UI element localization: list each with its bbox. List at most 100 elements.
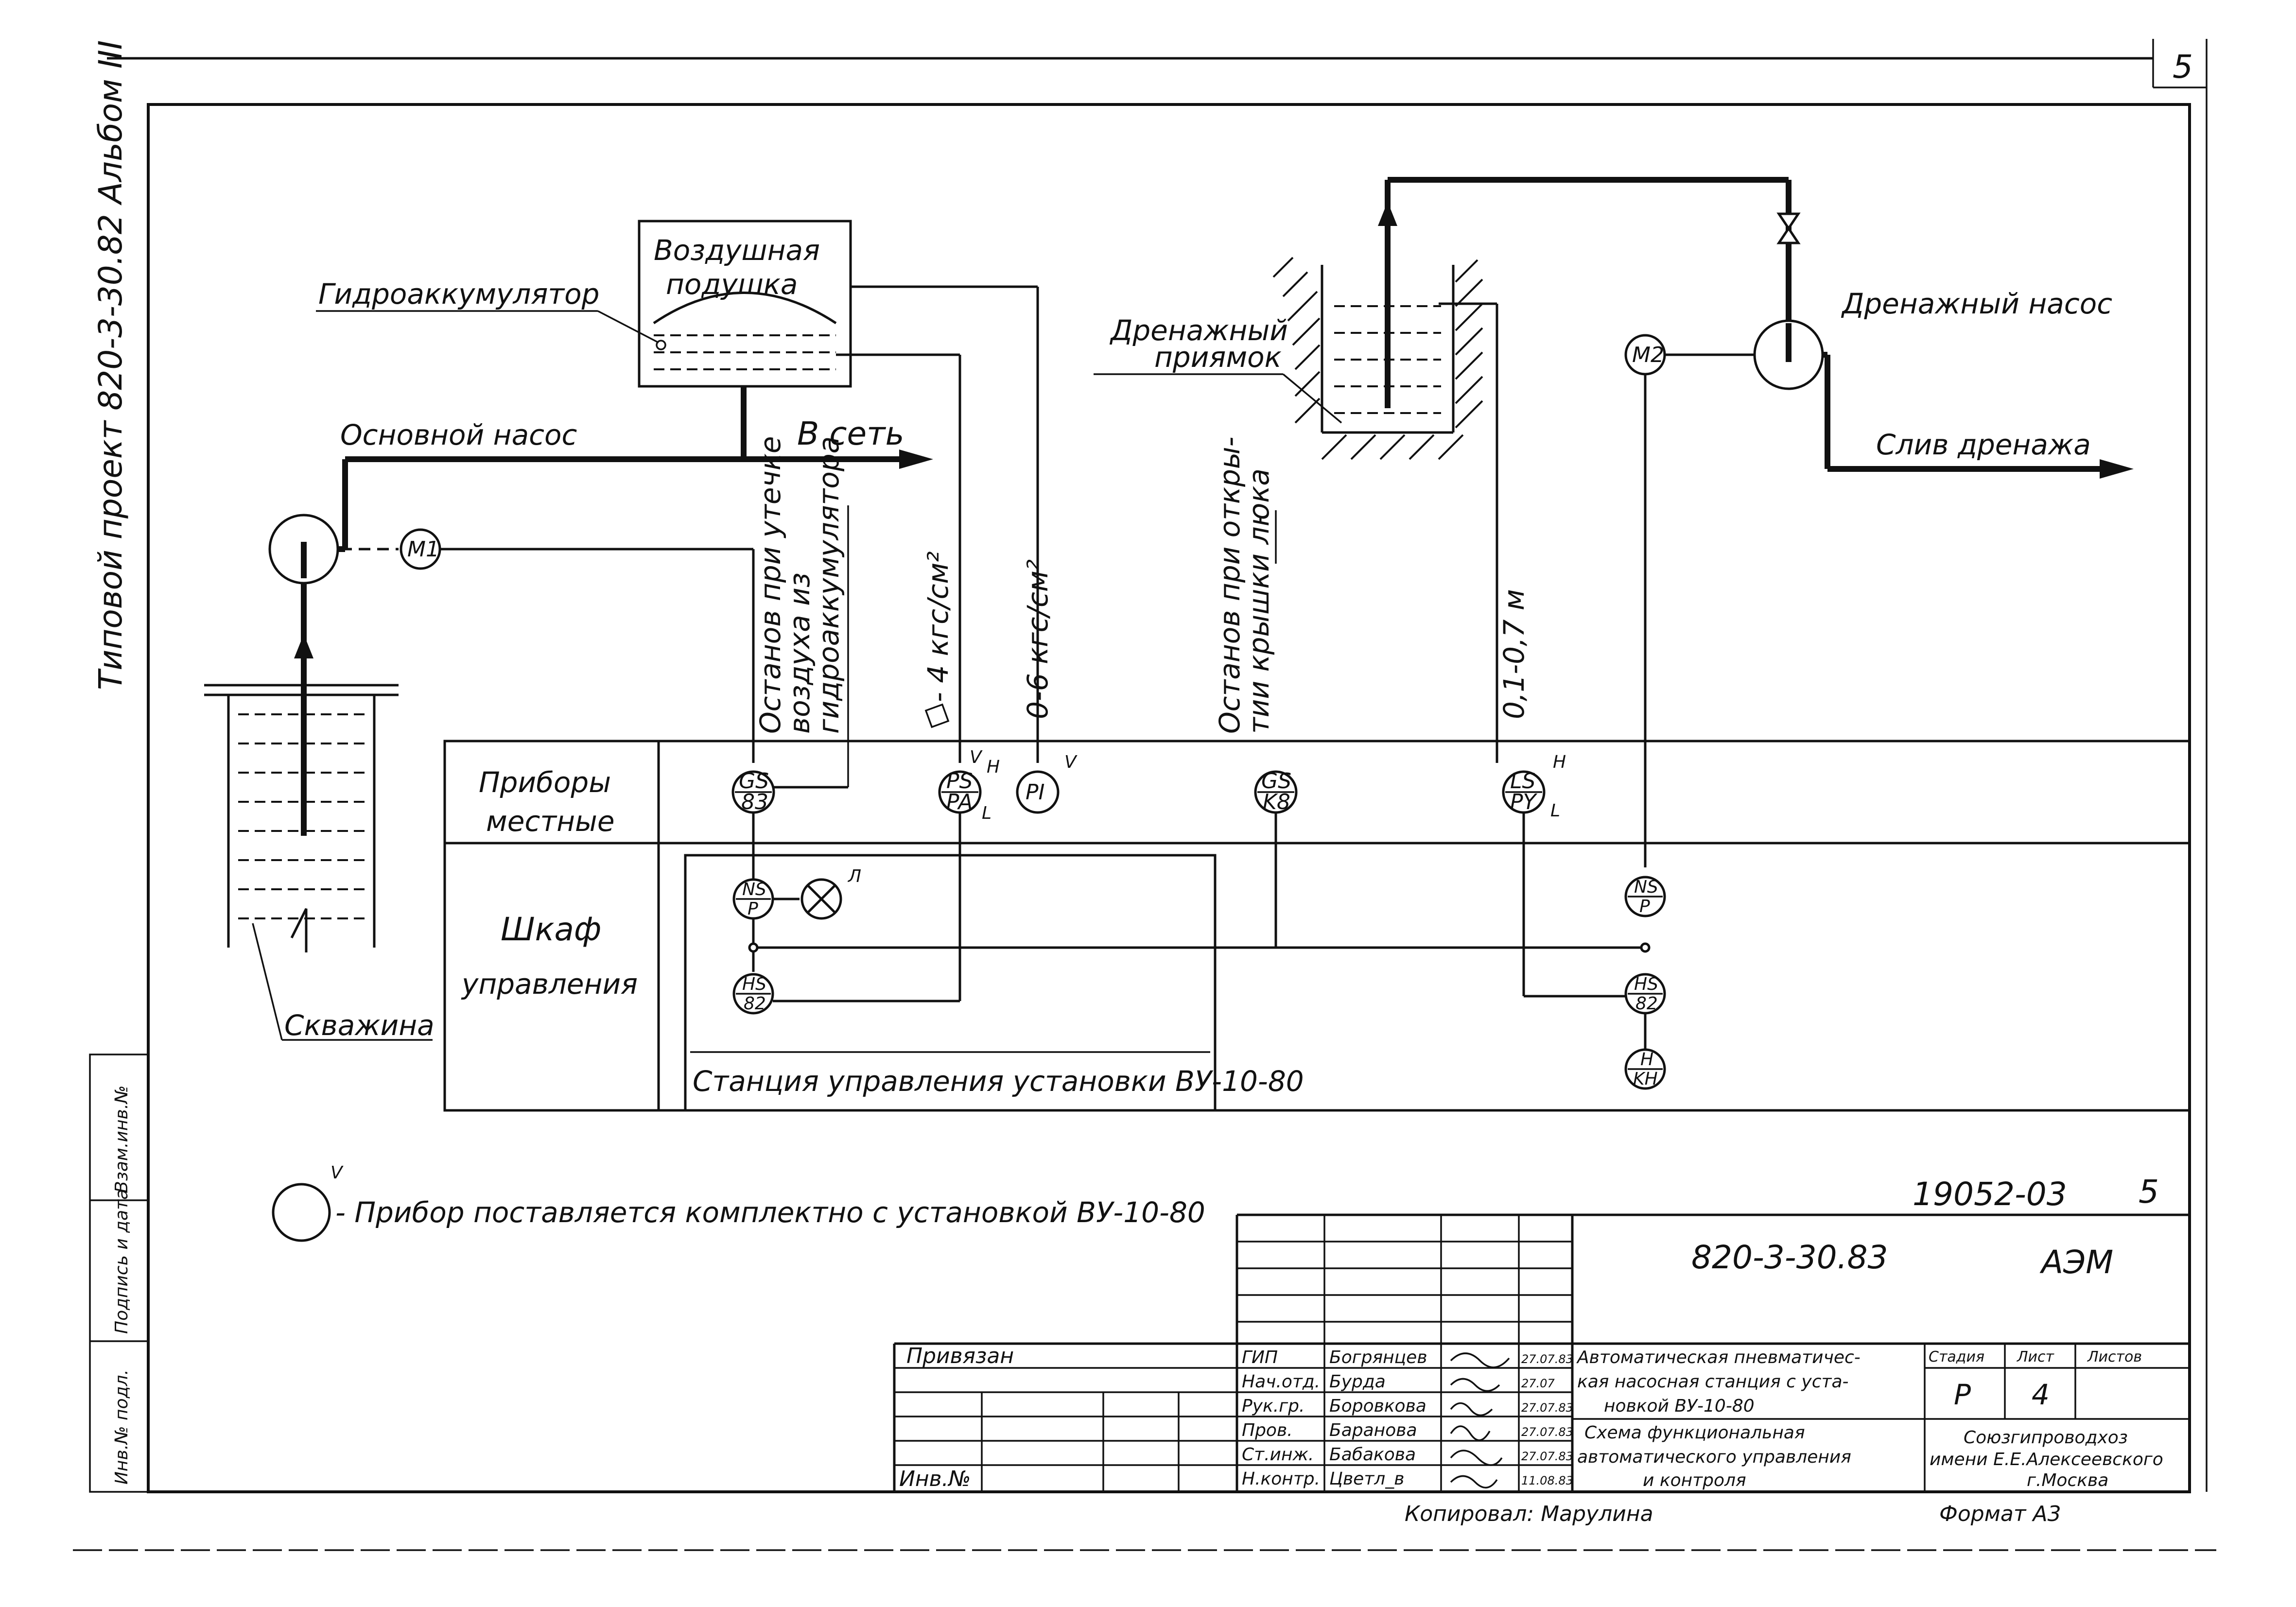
name-4: Баранова [1329,1420,1417,1440]
instrument-gs-k8 [1254,770,1298,814]
hs82b-top: HS [1634,974,1658,994]
accumulator-label: Гидроаккумулятор [318,277,599,311]
lspy-top: LS [1510,769,1535,794]
drain-outlet-label: Слив дренажа [1876,428,2091,461]
hkh-bottom: KH [1633,1069,1658,1089]
row-cabinet-2: управления [461,968,638,1001]
lspy-bottom: PY [1510,790,1538,814]
role-5: Ст.инж. [1242,1445,1314,1465]
date-1: 27.07.83 [1521,1352,1573,1366]
instrument-h-kh [1624,1048,1666,1090]
doc-title-1: Автоматическая пневматичес- [1576,1348,1861,1367]
instrument-hs-82-a [732,973,774,1015]
name-5: Бабакова [1329,1445,1416,1465]
name-2: Бурда [1329,1372,1386,1392]
title-block-grid [893,1213,2190,1492]
left-stamp [89,1054,149,1493]
drain-valve [1776,212,1801,244]
main-pump [268,459,348,585]
instrument-ls-py [1502,770,1546,814]
role-1: ГИП [1242,1348,1278,1367]
stamp-inv-original: Инв.№ подл. [112,1369,132,1485]
pi-top: PI [1026,780,1045,805]
pressure-line [345,386,933,469]
doc-code: 820-3-30.83 [1691,1239,1888,1276]
to-network-label: В сеть [797,415,904,452]
nsp2-bottom: P [1639,897,1650,916]
main-pump-label: Основной насос [340,418,577,451]
org-3: г.Москва [2027,1470,2108,1490]
sheets-header: Листов [2087,1348,2142,1365]
order-number: 19052-03 [1913,1175,2067,1213]
main-pump-suction [294,573,313,836]
accumulator-impulse-lines [836,285,1039,763]
stage-header: Стадия [1929,1348,1984,1365]
date-6: 11.08.83 [1521,1474,1573,1487]
drain-discharge-line [1378,177,2134,479]
gsk8-top: GS [1261,769,1291,794]
doc-section: АЭМ [2039,1244,2113,1281]
gs83-bottom: 83 [741,790,768,814]
motor-m1 [340,528,755,763]
row-cabinet-1: Шкаф [501,911,601,948]
pspa-mark-h: H [987,757,1000,777]
sheet-number: 5 [2173,48,2193,86]
hs82a-top: HS [742,974,766,994]
drain-pump-label: Дренажный насос [1841,287,2112,320]
lamp-label: Л [847,866,861,886]
drain-pit [1094,257,1498,763]
doc-title-4: Схема функциональная [1584,1423,1805,1443]
date-4: 27.07.83 [1521,1425,1573,1439]
row-local-1: Приборы [479,766,611,799]
control-station-label: Станция управления установки ВУ-10-80 [693,1065,1304,1098]
well-label: Скважина [284,1009,435,1042]
motor-m1-label: M1 [407,537,439,562]
signal-stop-hatch-1: Останов при откры- [1213,436,1246,734]
signal-pressure-0-6: 0-6 кгс/см² [1021,559,1054,719]
gs83-top: GS [739,769,769,794]
role-2: Нач.отд. [1242,1372,1320,1392]
signal-lines [752,812,1645,1002]
drain-pit-label-2: приямок [1154,341,1282,374]
bound-label: Привязан [906,1344,1014,1368]
nsp2-top: NS [1634,877,1658,897]
stage-value: Р [1954,1378,1971,1411]
date-5: 27.07.83 [1521,1450,1573,1463]
pi-mark-v: V [1064,752,1078,772]
sheet-frame [73,39,2216,1551]
doc-title-3: новкой ВУ-10-80 [1604,1396,1755,1416]
copied-by: Копировал: Марулина [1405,1502,1653,1526]
instrument-table [443,740,2191,1112]
role-6: Н.контр. [1242,1469,1320,1489]
well [204,684,433,1041]
instrument-hs-82-b [1624,973,1666,1050]
date-2: 27.07 [1521,1377,1555,1390]
instrument-pi [1016,770,1060,814]
hs82b-bottom: 82 [1635,994,1658,1014]
lspy-mark-h: H [1553,752,1566,772]
hydro-accumulator [316,220,852,388]
air-cushion-label-2: подушка [666,268,798,301]
pspa-top: PS [946,769,973,794]
nsp1-top: NS [742,880,766,899]
signal-stop-leak-1: Останов при утечке [754,436,787,734]
signal-pressure-4: - 4 кгс/см² [922,551,955,702]
doc-title-5: автоматического управления [1577,1447,1851,1467]
role-3: Рук.гр. [1242,1396,1305,1416]
org-1: Союзгипроводхоз [1964,1428,2128,1448]
pspa-mark-v: V [970,747,983,767]
name-3: Боровкова [1329,1396,1426,1416]
legend-symbol [272,1183,331,1242]
instrument-ns-p-1 [732,878,774,920]
motor-m2 [1624,334,1755,867]
date-3: 27.07.83 [1521,1401,1573,1415]
legend-mark: V [330,1163,344,1183]
drain-pit-label-1: Дренажный [1109,314,1288,347]
pspa-mark-l: L [982,803,991,823]
doc-title-6: и контроля [1643,1470,1746,1490]
signature-scribbles [1450,1352,1510,1488]
name-1: Богрянцев [1329,1348,1427,1367]
legend-text: - Прибор поставляется комплектно с устан… [335,1196,1205,1229]
inv-label: Инв.№ [899,1467,971,1491]
